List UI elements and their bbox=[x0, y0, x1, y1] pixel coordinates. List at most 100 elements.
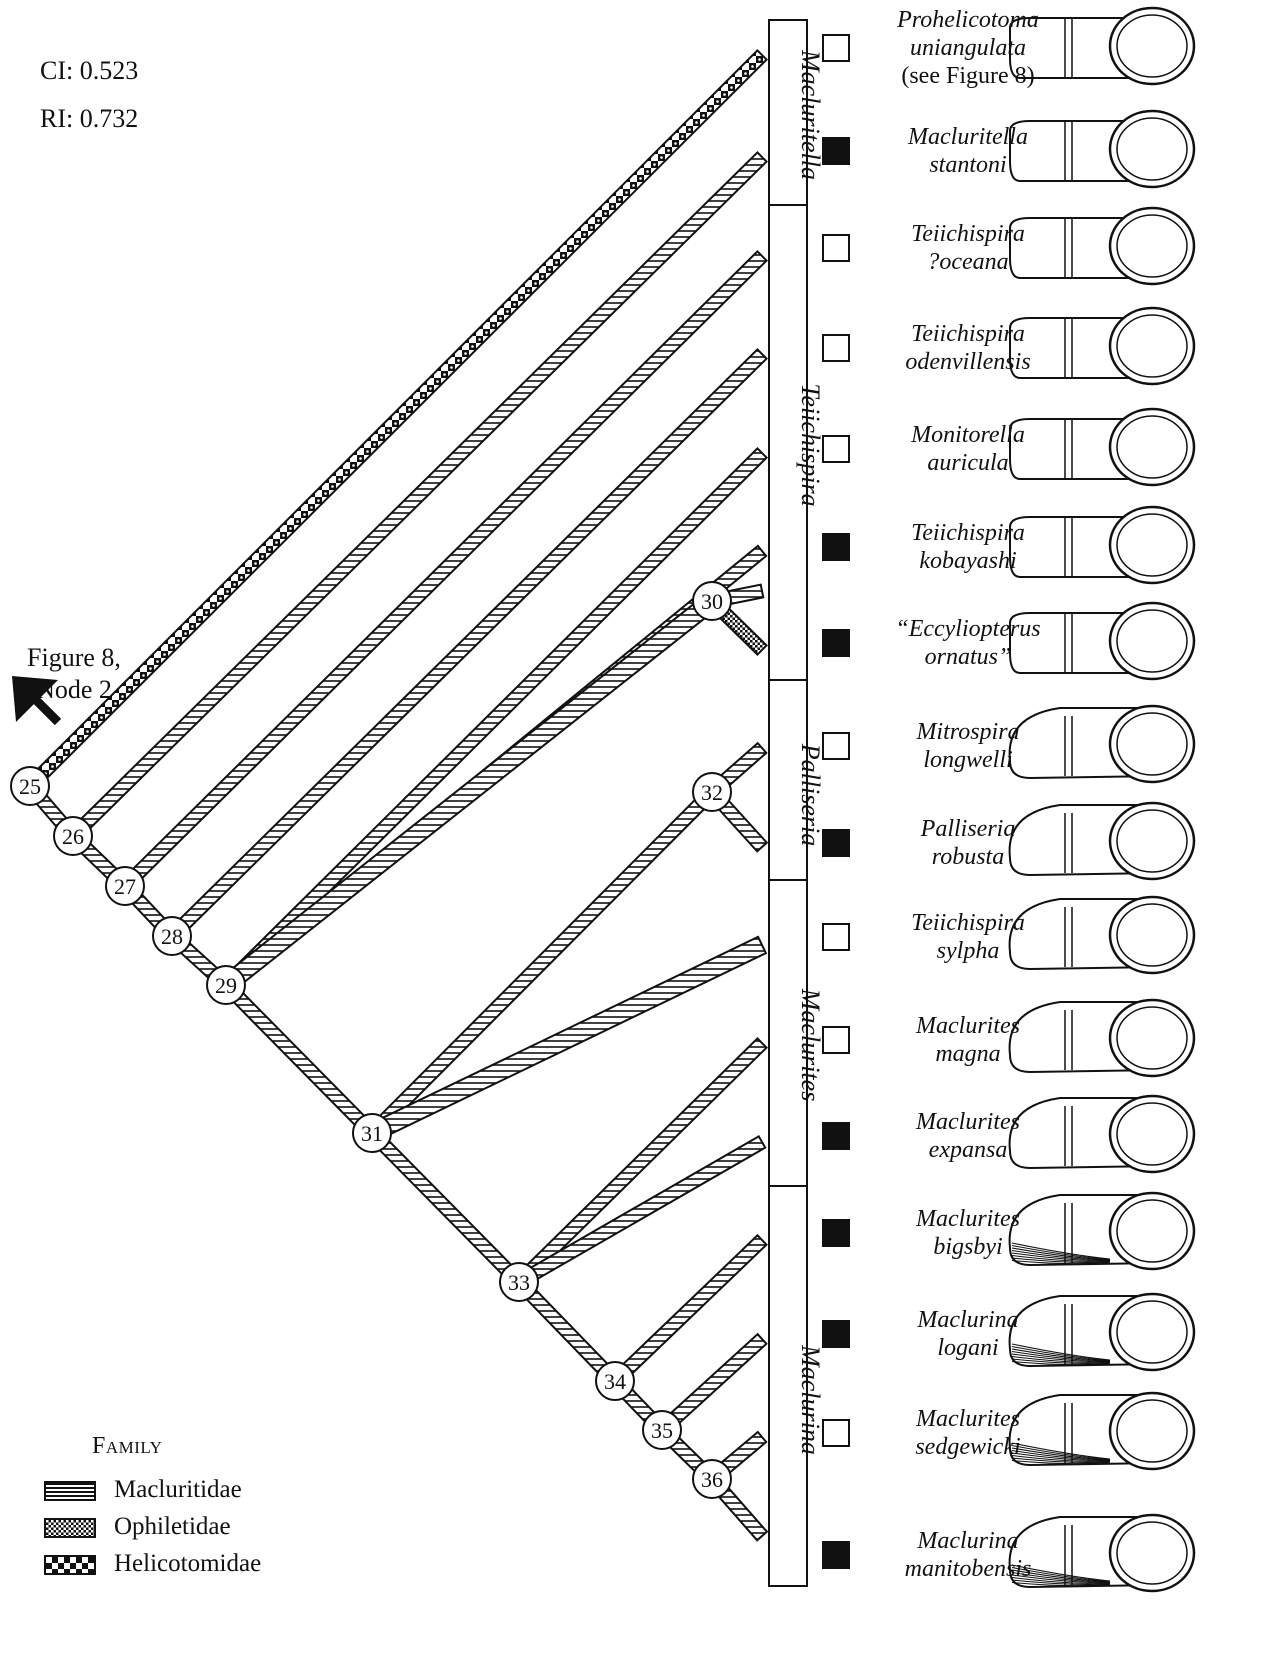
taxon-name-line1: Teiichispira bbox=[868, 320, 1068, 348]
node-label: 34 bbox=[604, 1369, 626, 1394]
taxon-name-line2: expansa bbox=[868, 1136, 1068, 1164]
node-27: 27 bbox=[106, 867, 144, 905]
genus-macluritella: Macluritella bbox=[795, 0, 825, 275]
node-29: 29 bbox=[207, 966, 245, 1004]
taxon-name-line1: Maclurina bbox=[868, 1306, 1068, 1334]
state-marker-open bbox=[823, 35, 849, 61]
genus-teiichispira: Teiichispira bbox=[795, 285, 825, 605]
shell-aperture bbox=[1110, 603, 1194, 679]
shell-aperture bbox=[1110, 111, 1194, 187]
macluritidae-swatch bbox=[44, 1481, 96, 1501]
state-marker-open bbox=[823, 235, 849, 261]
taxon-name-line2: uniangulata bbox=[868, 34, 1068, 62]
legend-item-ophiletidae: Ophiletidae bbox=[44, 1512, 231, 1542]
ophiletidae-swatch bbox=[44, 1518, 96, 1538]
genus-maclurina: Maclurina bbox=[795, 1240, 825, 1560]
taxon-name-line1: Teiichispira bbox=[868, 519, 1068, 547]
node-25: 25 bbox=[11, 767, 49, 805]
taxon-name-line1: Maclurites bbox=[868, 1205, 1068, 1233]
state-marker-filled bbox=[823, 630, 849, 656]
branch-spine bbox=[367, 1128, 523, 1286]
legend-label: Macluritidae bbox=[114, 1476, 242, 1503]
node-label: 32 bbox=[701, 780, 723, 805]
branches bbox=[25, 50, 767, 1540]
taxon-name-line1: Teiichispira bbox=[868, 220, 1068, 248]
state-marker-filled bbox=[823, 1542, 849, 1568]
legend-label: Ophiletidae bbox=[114, 1513, 231, 1540]
outgroup-label: Figure 8, Node 2 bbox=[14, 642, 134, 706]
node-label: 27 bbox=[114, 874, 136, 899]
shell-aperture bbox=[1110, 208, 1194, 284]
legend-label: Helicotomidae bbox=[114, 1550, 261, 1577]
node-31: 31 bbox=[353, 1114, 391, 1152]
taxon-label: Palliseriarobusta bbox=[868, 815, 1068, 871]
state-marker-open bbox=[823, 1027, 849, 1053]
taxon-name-line2: sylpha bbox=[868, 937, 1068, 965]
taxon-name-line1: Monitorella bbox=[868, 421, 1068, 449]
taxon-name-line2: logani bbox=[868, 1334, 1068, 1362]
state-marker-filled bbox=[823, 830, 849, 856]
outgroup-label-line2: Node 2 bbox=[14, 674, 134, 706]
taxon-name-line1: Maclurites bbox=[868, 1405, 1068, 1433]
node-26: 26 bbox=[54, 817, 92, 855]
state-marker-filled bbox=[823, 138, 849, 164]
legend-item-helicotomidae: Helicotomidae bbox=[44, 1549, 261, 1579]
node-28: 28 bbox=[153, 917, 191, 955]
taxon-name-line1: Maclurina bbox=[868, 1527, 1068, 1555]
shell-aperture bbox=[1110, 803, 1194, 879]
node-label: 36 bbox=[701, 1467, 723, 1492]
state-marker-open bbox=[823, 924, 849, 950]
node-36: 36 bbox=[693, 1460, 731, 1498]
shell-aperture bbox=[1110, 507, 1194, 583]
shell-aperture bbox=[1110, 897, 1194, 973]
node-label: 29 bbox=[215, 973, 237, 998]
node-label: 26 bbox=[62, 824, 84, 849]
node-label: 25 bbox=[19, 774, 41, 799]
state-marker-open bbox=[823, 436, 849, 462]
shell-aperture bbox=[1110, 1000, 1194, 1076]
node-32: 32 bbox=[693, 773, 731, 811]
taxon-label: “Eccyliopterusornatus” bbox=[868, 615, 1068, 671]
taxon-name-line2: bigsbyi bbox=[868, 1233, 1068, 1261]
state-marker-filled bbox=[823, 534, 849, 560]
taxon-label: Maclurinamanitobensis bbox=[868, 1527, 1068, 1583]
taxon-name-line2: magna bbox=[868, 1040, 1068, 1068]
shell-aperture bbox=[1110, 1515, 1194, 1591]
taxon-name-line2: ?oceana bbox=[868, 248, 1068, 276]
shell-aperture bbox=[1110, 409, 1194, 485]
shell-aperture bbox=[1110, 1193, 1194, 1269]
branch-macluritella bbox=[68, 152, 766, 840]
node-circles: 25 26 27 28 29 30 31 32 33 34 35 36 bbox=[11, 582, 731, 1498]
taxon-name-line2: auricula bbox=[868, 449, 1068, 477]
ci-value: CI: 0.523 bbox=[40, 56, 138, 86]
state-markers bbox=[823, 35, 849, 1568]
taxon-name-line1: Mitrospira bbox=[868, 718, 1068, 746]
ri-value: RI: 0.732 bbox=[40, 104, 138, 134]
taxon-name-line1: Macluritella bbox=[868, 123, 1068, 151]
state-marker-filled bbox=[823, 1123, 849, 1149]
taxon-name-line2: stantoni bbox=[868, 151, 1068, 179]
state-marker-open bbox=[823, 335, 849, 361]
taxon-name-line2: longwelli bbox=[868, 746, 1068, 774]
branch-prohelicotoma bbox=[25, 50, 766, 790]
taxon-name-line3: (see Figure 8) bbox=[868, 62, 1068, 90]
taxon-name-line1: “Eccyliopterus bbox=[868, 615, 1068, 643]
state-marker-open bbox=[823, 733, 849, 759]
taxon-name-line2: odenvillensis bbox=[868, 348, 1068, 376]
shell-aperture bbox=[1110, 1294, 1194, 1370]
taxon-name-line2: robusta bbox=[868, 843, 1068, 871]
taxon-label: Teiichispira?oceana bbox=[868, 220, 1068, 276]
taxon-label: Teiichispirasylpha bbox=[868, 909, 1068, 965]
node-label: 30 bbox=[701, 589, 723, 614]
legend-title: Family bbox=[92, 1433, 162, 1460]
taxon-name-line1: Maclurites bbox=[868, 1108, 1068, 1136]
node-33: 33 bbox=[500, 1263, 538, 1301]
node-label: 28 bbox=[161, 924, 183, 949]
node-label: 35 bbox=[651, 1418, 673, 1443]
outgroup-label-line1: Figure 8, bbox=[14, 642, 134, 674]
node-label: 31 bbox=[361, 1121, 383, 1146]
